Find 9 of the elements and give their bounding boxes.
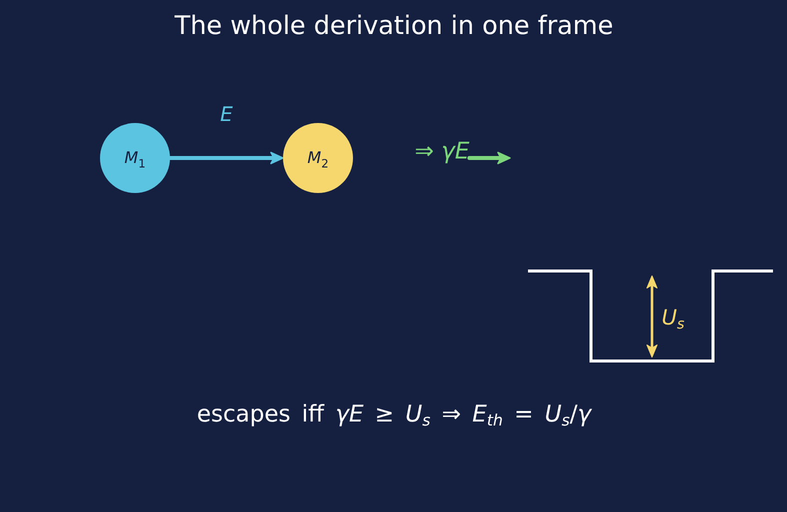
formula-label: ⇒ γE <box>414 139 470 165</box>
symbol-label: U$_{s}$ <box>662 306 684 330</box>
arrow <box>168 152 284 164</box>
edge-label: E <box>220 103 233 125</box>
circle-node: M$_{2}$ <box>283 123 353 193</box>
equation-text: escapes iff γE ≥ U$_{s}$ ⇒ E$_{th}$ = U$_{s}$/γ <box>196 402 592 428</box>
title: The whole derivation in one frame <box>174 12 614 40</box>
circle-node: M$_{1}$ <box>100 123 170 193</box>
arrow <box>467 152 511 164</box>
